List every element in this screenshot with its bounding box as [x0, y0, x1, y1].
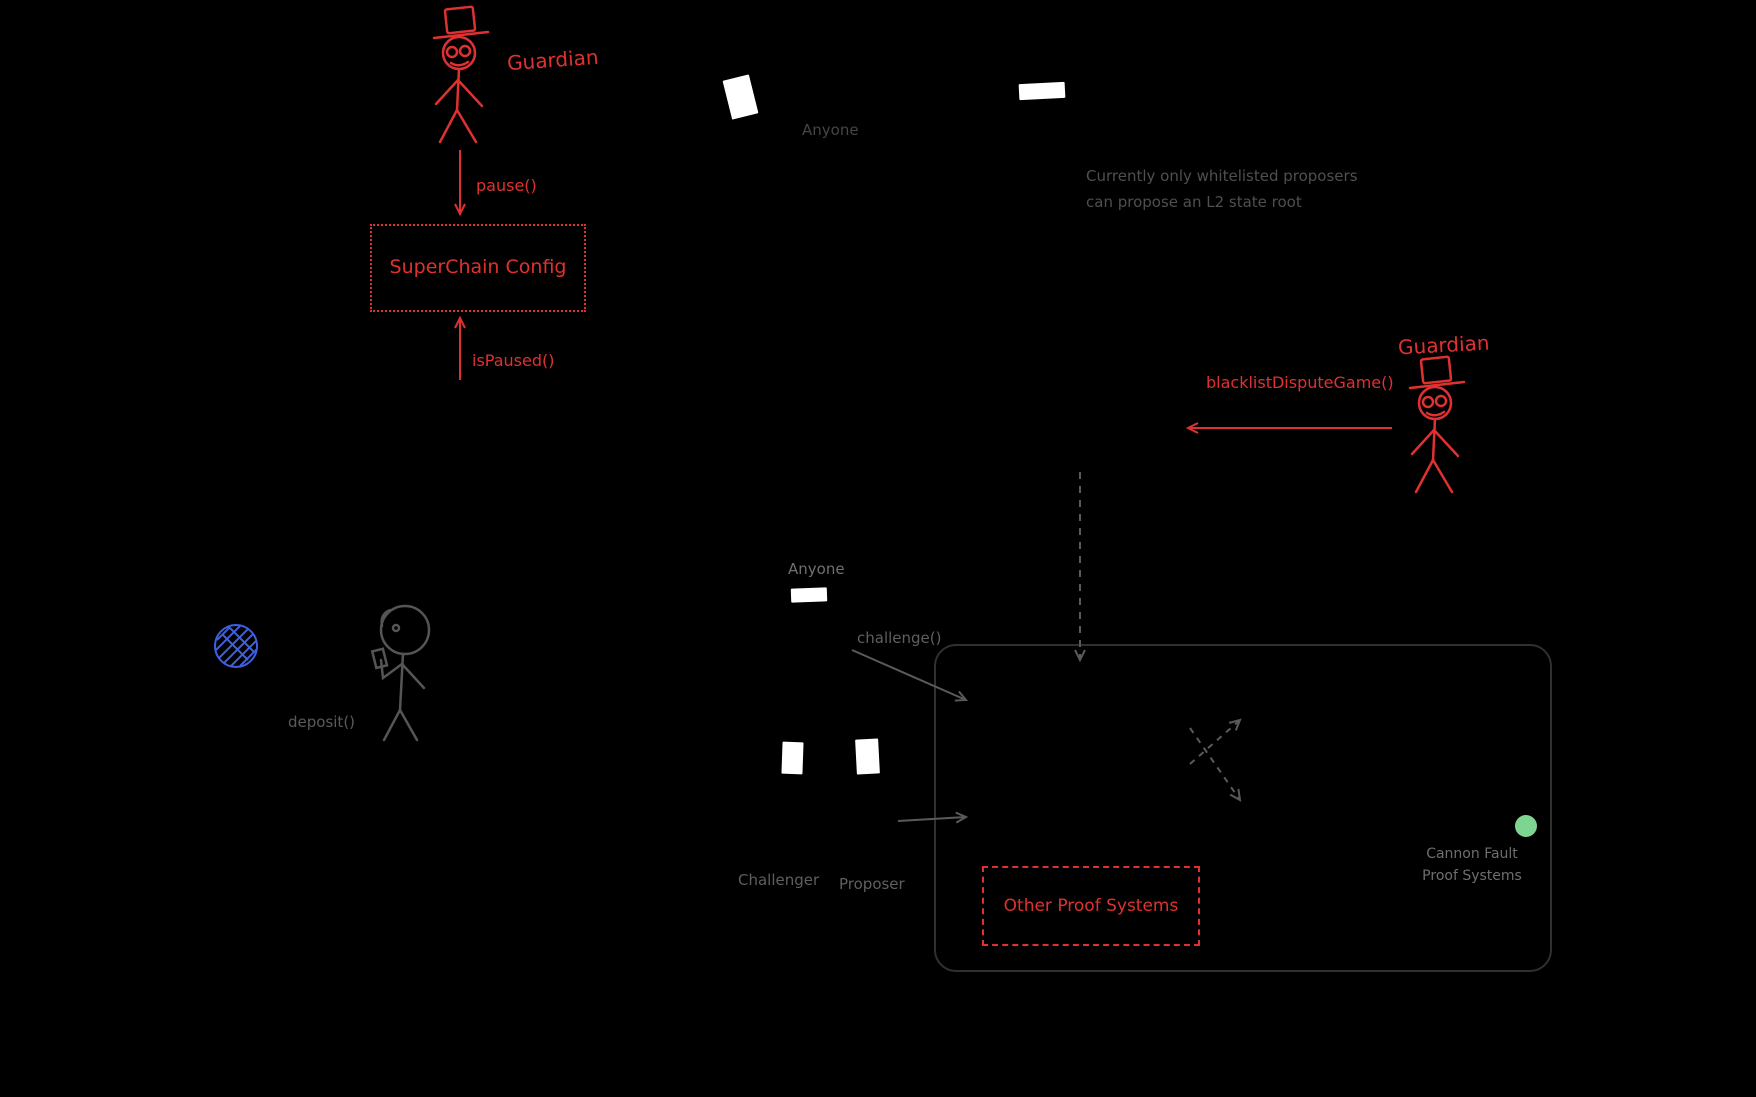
- guardian-top-label: Guardian: [506, 44, 600, 76]
- ispaused-label: isPaused(): [472, 351, 555, 370]
- proof-systems-container: [934, 644, 1552, 972]
- anyone-mid-label: Anyone: [788, 560, 845, 578]
- guardian-top-figure-icon: [432, 5, 490, 144]
- cannon-proof-label: Cannon Fault Proof Systems: [1422, 846, 1522, 885]
- challenger-paper-icon: [781, 741, 804, 775]
- anyone-mid-bar-icon: [790, 587, 828, 603]
- proposer-label: Proposer: [839, 875, 905, 893]
- guardian-right-figure-icon: [1408, 355, 1466, 494]
- deposit-label: deposit(): [288, 713, 356, 731]
- pause-label: pause(): [476, 176, 537, 195]
- proposer-top-bar-icon: [1018, 81, 1066, 101]
- proposer-paper-icon: [855, 738, 880, 775]
- other-proof-systems-box: Other Proof Systems: [982, 866, 1200, 946]
- challenger-label: Challenger: [738, 871, 820, 889]
- superchain-config-label: SuperChain Config: [389, 256, 567, 279]
- eth-token-icon: [214, 624, 258, 668]
- challenge-label: challenge(): [857, 629, 942, 647]
- anyone-top-paper-icon: [722, 74, 759, 120]
- anyone-top-label: Anyone: [802, 121, 859, 139]
- other-proof-systems-label: Other Proof Systems: [1003, 896, 1179, 916]
- whitelist-note: Currently only whitelisted proposers can…: [1086, 167, 1358, 212]
- guardian-right-label: Guardian: [1397, 330, 1491, 360]
- user-figure-icon: [370, 604, 431, 742]
- blacklist-label: blacklistDisputeGame(): [1206, 373, 1394, 392]
- superchain-config-box: SuperChain Config: [370, 224, 586, 312]
